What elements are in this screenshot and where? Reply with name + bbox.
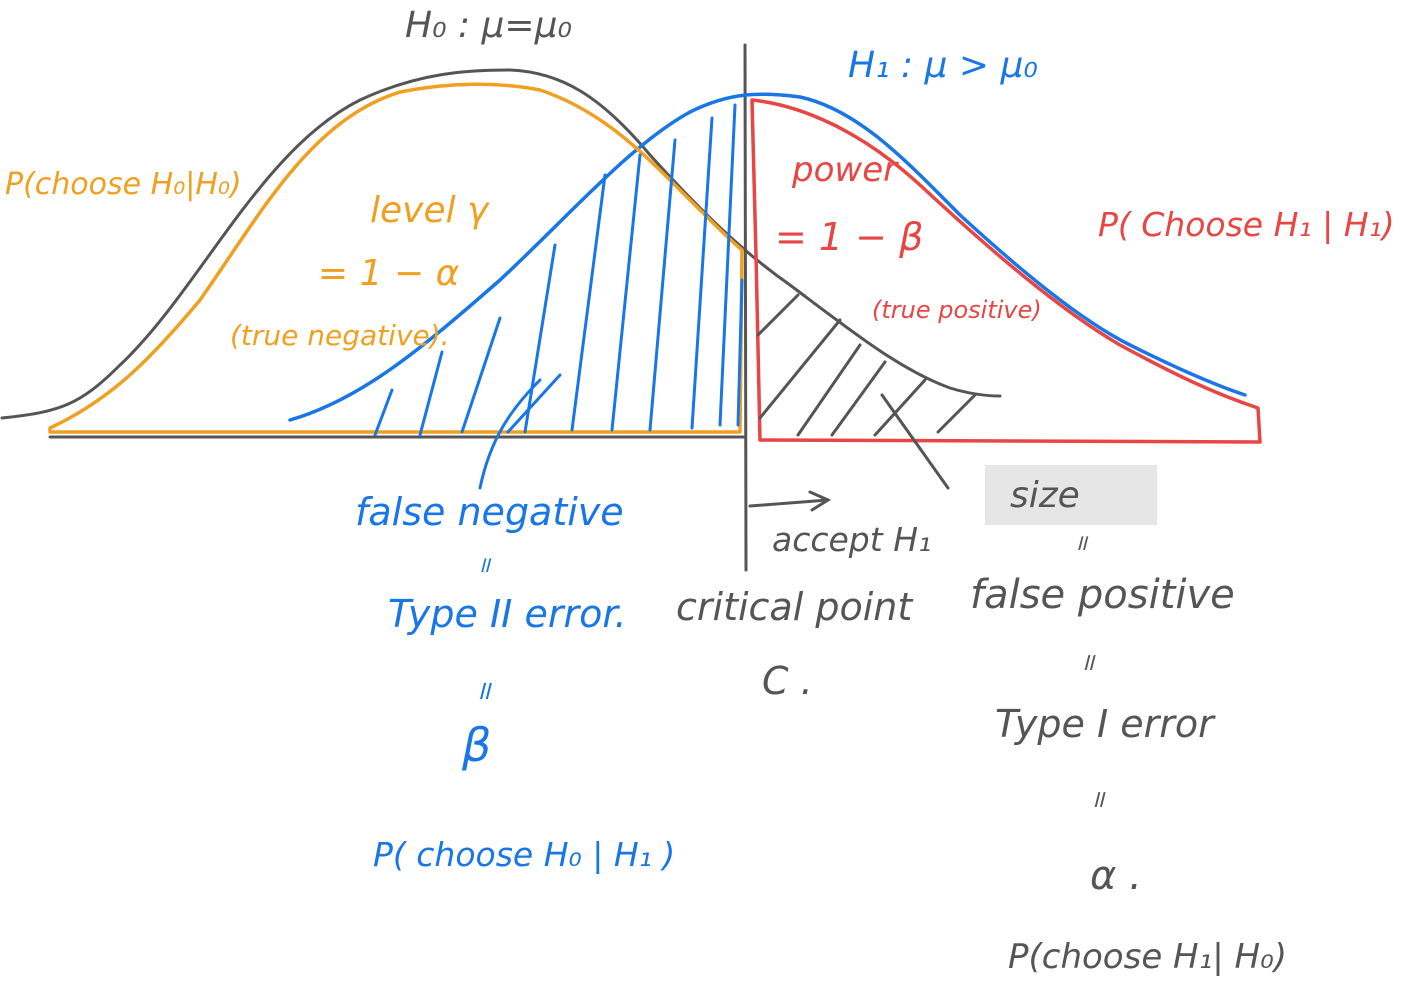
p-choose-h0-given-h0-label: P(choose H₀|H₀) <box>5 167 242 202</box>
false-negative-pointer <box>478 378 542 490</box>
false-positive-label: false positive <box>970 572 1235 618</box>
h1-hypothesis-label: H₁ : μ > μ₀ <box>848 45 1038 86</box>
accept-h1-arrow <box>748 490 832 512</box>
alpha-symbol-label: α . <box>1090 853 1142 899</box>
true-negative-label: (true negative). <box>230 319 450 352</box>
critical-point-label: critical point <box>676 585 913 629</box>
false-negative-label: false negative <box>355 490 624 534</box>
p-choose-h0-given-h1-label: P( choose H₀ | H₁ ) <box>373 835 676 874</box>
h0-hypothesis-label: H₀ : μ=μ₀ <box>405 5 572 46</box>
beta-symbol-label: β <box>462 718 492 772</box>
level-gamma-label: level γ <box>370 190 489 231</box>
equals-sign-2: ॥ <box>475 676 491 706</box>
rejection-region-outline <box>750 98 1262 444</box>
h1-distribution-curve <box>288 92 1247 422</box>
true-positive-label: (true positive) <box>872 296 1042 324</box>
size-label: size <box>1010 475 1080 516</box>
critical-value-c-label: C . <box>762 659 813 703</box>
equals-sign-5: ॥ <box>1090 785 1105 813</box>
type-ii-error-label: Type II error. <box>388 592 627 636</box>
p-choose-h1-given-h1-label: P( Choose H₁ | H₁) <box>1098 205 1395 244</box>
size-highlight-box <box>985 465 1157 525</box>
alpha-region-hatching <box>756 293 977 490</box>
critical-line <box>743 43 748 572</box>
accept-h1-label: accept H₁ <box>772 520 932 559</box>
equals-sign-3: ॥ <box>1074 531 1088 556</box>
equals-sign-1: ॥ <box>477 553 491 578</box>
beta-region-hatching <box>373 103 744 437</box>
type-i-error-label: Type I error <box>995 702 1214 746</box>
equals-sign-4: ॥ <box>1080 648 1095 676</box>
one-minus-alpha-label: = 1 − α <box>318 253 460 294</box>
one-minus-beta-label: = 1 − β <box>775 215 924 259</box>
power-label: power <box>792 150 898 190</box>
p-choose-h1-given-h0-label: P(choose H₁| H₀) <box>1008 937 1287 977</box>
acceptance-region-outline <box>48 82 744 434</box>
h0-distribution-curve <box>0 68 1002 420</box>
